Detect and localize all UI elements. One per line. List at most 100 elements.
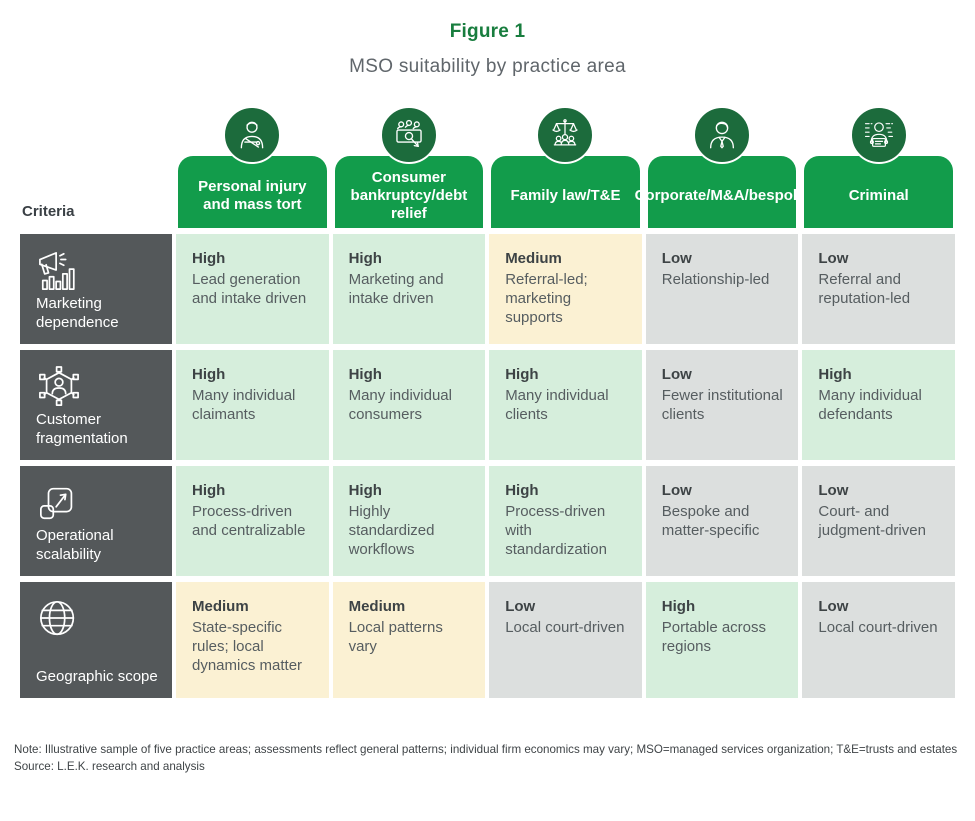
figure-title: MSO suitability by practice area: [349, 56, 626, 77]
cell-rating: High: [818, 366, 852, 383]
table-cell: High Marketing and intake driven: [332, 234, 486, 344]
cell-rating: Low: [505, 598, 536, 615]
cell-text: Many individual consumers: [348, 387, 452, 424]
table-cell: High Process-driven and centralizable: [176, 466, 329, 576]
table-cell: Medium State-specific rules; local dynam…: [176, 582, 329, 698]
cell-text: Bespoke and matter-specific: [661, 503, 760, 540]
column-header-corporate: Corporate/M&A/bespoke: [635, 106, 810, 228]
figure-label: Figure 1: [449, 21, 526, 42]
column-label: Corporate/M&A/bespoke: [634, 187, 810, 205]
column-tab: Family law/T&E: [489, 154, 642, 228]
network-person-icon: [39, 366, 79, 406]
cell-rating: High: [505, 482, 539, 499]
table-cell: Low Bespoke and matter-specific: [645, 466, 799, 576]
column-tab: Personal injury and mass tort: [176, 154, 329, 228]
cell-text: Referral-led; marketing supports: [505, 271, 588, 327]
row-label: Operational scalability: [36, 526, 114, 563]
row-label: Marketing dependence: [36, 294, 119, 331]
table-cell: High Lead generation and intake driven: [176, 234, 329, 344]
column-header-family-law: Family law/T&E: [489, 106, 642, 228]
cell-rating: Medium: [192, 598, 249, 615]
column-header-personal-injury: Personal injury and mass tort: [176, 106, 329, 228]
cell-text: Process-driven and centralizable: [192, 503, 306, 540]
row-header-geographic-scope: Geographic scope: [20, 582, 172, 698]
family-scales-icon: [536, 106, 595, 164]
cell-rating: Low: [818, 250, 849, 267]
table-cell: Low Fewer institutional clients: [645, 350, 799, 460]
megaphone-chart-icon: [39, 252, 75, 290]
cell-rating: High: [348, 250, 382, 267]
column-label: Family law/T&E: [510, 187, 621, 205]
criteria-column-header: Criteria: [20, 106, 172, 228]
table-cell: Low Local court-driven: [802, 582, 955, 698]
suitability-matrix: Criteria Personal injury and mass tort: [20, 106, 955, 698]
expand-icon: [40, 487, 73, 520]
column-label: Personal injury and mass tort: [198, 178, 307, 213]
row-header-marketing-dependence: Marketing dependence: [20, 234, 172, 344]
footnote: Note: Illustrative sample of five practi…: [14, 742, 959, 775]
cell-text: Referral and reputation-led: [818, 271, 911, 308]
row-header-customer-fragmentation: Customer fragmentation: [20, 350, 172, 460]
column-label: Criminal: [848, 187, 909, 205]
row-label: Geographic scope: [36, 667, 158, 685]
figure-header: Figure 1 MSO suitability by practice are…: [0, 0, 975, 78]
cell-rating: Low: [661, 366, 692, 383]
globe-icon: [40, 600, 75, 636]
row-label: Customer fragmentation: [36, 410, 128, 447]
column-label: Consumer bankruptcy/debt relief: [350, 169, 468, 222]
table-cell: High Highly standardized workflows: [332, 466, 486, 576]
cell-text: Many individual clients: [505, 387, 609, 424]
cell-rating: Low: [661, 250, 692, 267]
cell-text: Portable across regions: [661, 619, 767, 656]
cell-text: Process-driven with standardization: [505, 503, 607, 559]
cell-text: Fewer institutional clients: [661, 387, 783, 424]
table-cell: High Process-driven with standardization: [489, 466, 642, 576]
table-cell: High Many individual claimants: [176, 350, 329, 460]
table-cell: Low Referral and reputation-led: [802, 234, 955, 344]
criteria-label: Criteria: [22, 203, 75, 220]
table-cell: Low Local court-driven: [489, 582, 642, 698]
table-cell: High Many individual consumers: [332, 350, 486, 460]
column-header-criminal: Criminal: [802, 106, 955, 228]
column-tab: Criminal: [802, 154, 955, 228]
column-tab: Corporate/M&A/bespoke: [635, 154, 810, 228]
cell-rating: Low: [818, 482, 849, 499]
cell-text: Local court-driven: [818, 619, 938, 636]
mugshot-icon: [849, 106, 908, 164]
injured-person-icon: [223, 106, 282, 164]
cell-text: Marketing and intake driven: [348, 271, 444, 308]
column-tab: Consumer bankruptcy/debt relief: [332, 154, 486, 228]
cell-text: Many individual claimants: [192, 387, 296, 424]
table-cell: Low Relationship-led: [645, 234, 799, 344]
cell-text: Court- and judgment-driven: [818, 503, 926, 540]
businessman-icon: [693, 106, 752, 164]
cell-text: State-specific rules; local dynamics mat…: [192, 619, 303, 675]
cell-rating: Medium: [348, 598, 406, 615]
cell-text: Many individual defendants: [818, 387, 922, 424]
table-cell: Low Court- and judgment-driven: [802, 466, 955, 576]
cell-rating: Low: [818, 598, 849, 615]
cell-rating: High: [348, 366, 382, 383]
table-cell: High Portable across regions: [645, 582, 799, 698]
cell-rating: High: [192, 482, 226, 499]
table-cell: Medium Local patterns vary: [332, 582, 486, 698]
cell-rating: High: [192, 250, 226, 267]
row-header-operational-scalability: Operational scalability: [20, 466, 172, 576]
cell-text: Relationship-led: [661, 271, 770, 288]
cell-text: Local patterns vary: [348, 619, 443, 656]
bankruptcy-money-icon: [379, 106, 438, 164]
table-cell: Medium Referral-led; marketing supports: [489, 234, 642, 344]
cell-rating: Medium: [505, 250, 562, 267]
cell-rating: Low: [661, 482, 692, 499]
cell-rating: High: [505, 366, 539, 383]
table-cell: High Many individual clients: [489, 350, 642, 460]
cell-text: Highly standardized workflows: [348, 503, 435, 559]
cell-text: Lead generation and intake driven: [192, 271, 307, 308]
column-header-consumer-bankruptcy: Consumer bankruptcy/debt relief: [332, 106, 486, 228]
footnote-note: Note: Illustrative sample of five practi…: [14, 743, 958, 756]
cell-rating: High: [348, 482, 382, 499]
cell-rating: High: [192, 366, 226, 383]
cell-rating: High: [661, 598, 696, 615]
table-cell: High Many individual defendants: [802, 350, 955, 460]
